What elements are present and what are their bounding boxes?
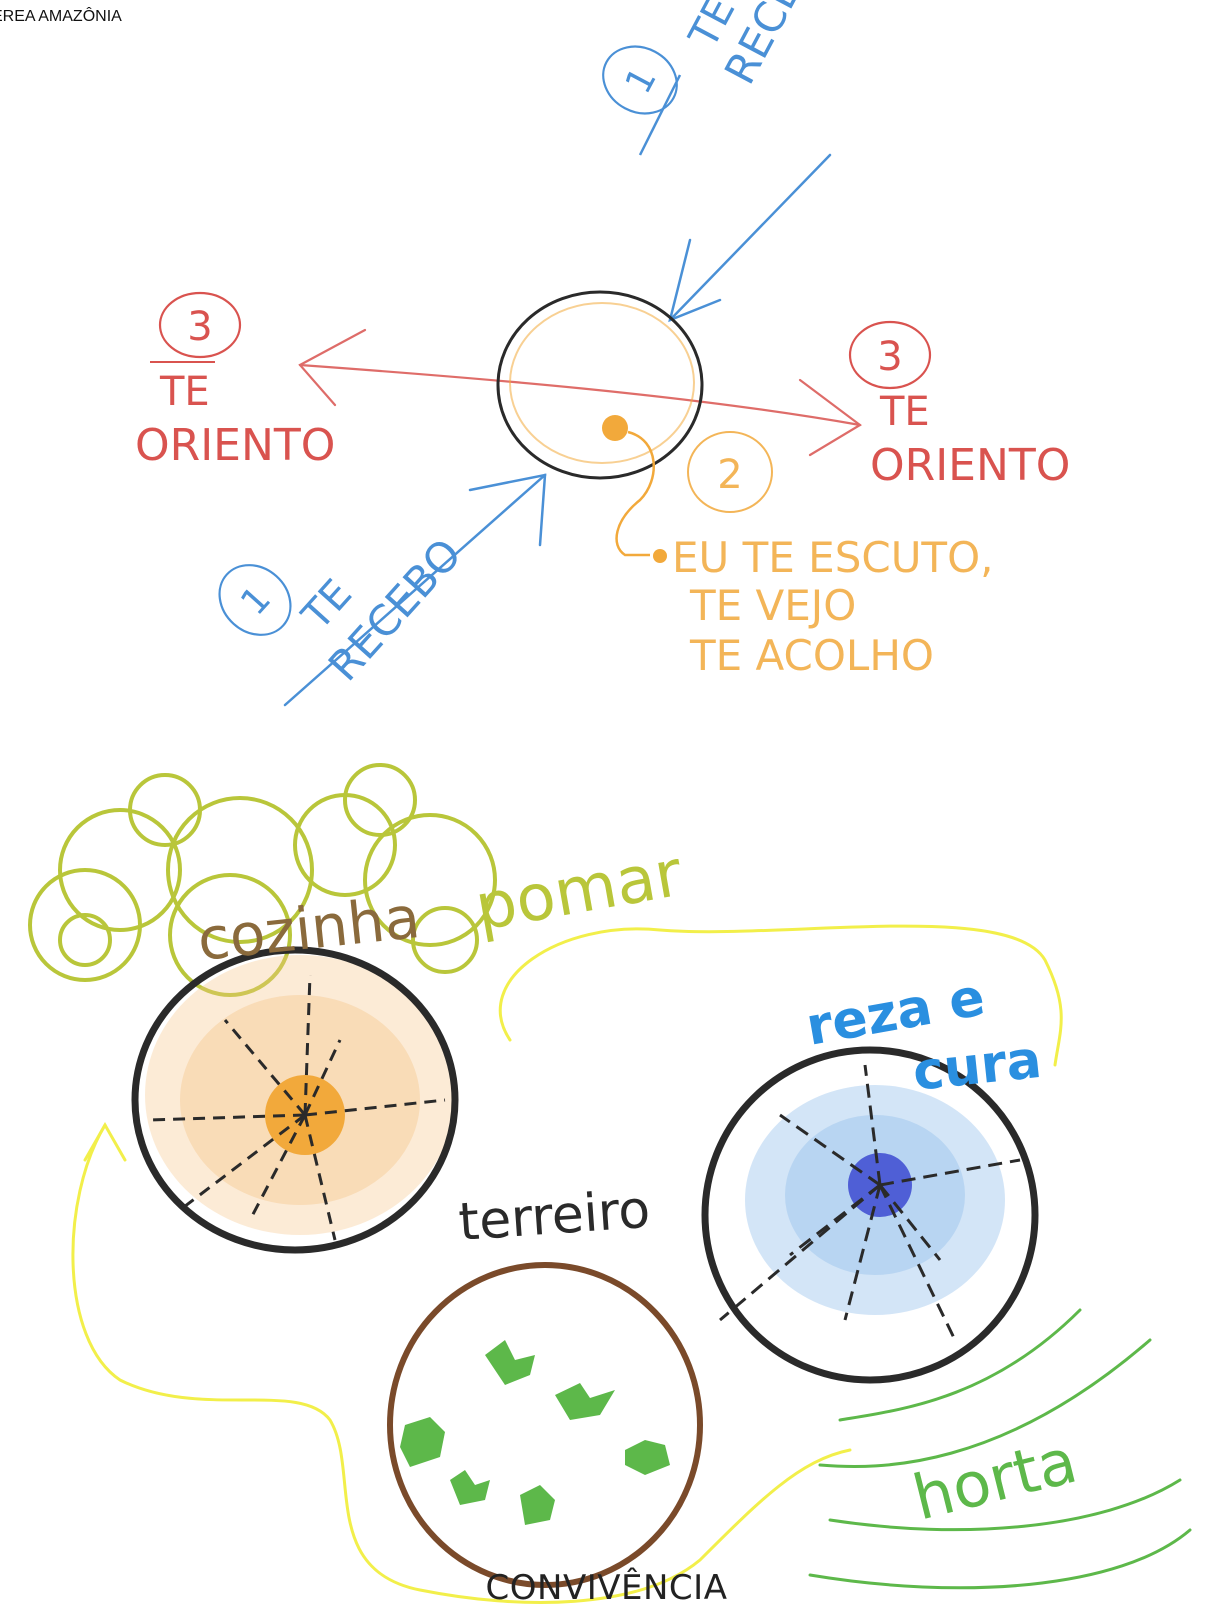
note-top-badge: [602, 45, 678, 115]
note-bottom-badge: [218, 564, 292, 636]
cozinha-circle: [131, 946, 459, 1254]
arrow-top-right: [668, 153, 832, 323]
note-center-line3: TE ACOLHO: [689, 631, 934, 680]
note-center-number: 2: [717, 452, 742, 498]
top-sketch: 1 TE RECEBO 3 TE ORIENTO 3 TE ORIENTO 1 …: [135, 0, 1070, 707]
note-left-line2: ORIENTO: [135, 420, 335, 471]
yellow-path: [71, 924, 1063, 1604]
bottom-sketch: cozinha pomar reza e cura terreiro horta: [28, 763, 1192, 1604]
note-bottom-number: 1: [233, 579, 279, 623]
label-cozinha: cozinha: [194, 883, 423, 974]
footer-title: CONVIVÊNCIA: [485, 1568, 728, 1608]
note-center: 2 EU TE ESCUTO, TE VEJO TE ACOLHO: [672, 431, 994, 680]
note-right: 3 TE ORIENTO: [848, 320, 1070, 491]
note-right-number: 3: [877, 334, 902, 380]
label-terreiro: terreiro: [457, 1180, 652, 1253]
center-circle: [496, 290, 704, 480]
center-dot: [602, 415, 667, 563]
corner-title: ÉREA AMAZÔNIA: [0, 8, 122, 25]
note-left-line1: TE: [159, 369, 210, 415]
reza-cura-circle: [701, 1046, 1039, 1384]
note-top: 1 TE RECEBO: [602, 0, 839, 115]
terreiro-circle: [387, 1262, 703, 1588]
label-horta: horta: [906, 1424, 1084, 1535]
note-top-number: 1: [618, 61, 665, 100]
pomar-circles: [28, 763, 497, 997]
note-center-line2: TE VEJO: [689, 581, 856, 630]
horta-lines: [808, 1308, 1192, 1590]
note-center-line1: EU TE ESCUTO,: [672, 533, 994, 582]
note-bottom: 1 TE RECEBO: [218, 529, 471, 690]
arrow-horizontal: [298, 328, 862, 457]
label-cura: cura: [910, 1030, 1044, 1103]
arrow-bottom-left: [283, 473, 547, 707]
note-left-badge: [158, 291, 242, 359]
note-left: 3 TE ORIENTO: [135, 291, 335, 471]
note-right-badge: [848, 320, 932, 390]
note-left-number: 3: [187, 304, 212, 350]
note-right-line2: ORIENTO: [870, 440, 1070, 491]
note-center-badge: [687, 431, 773, 513]
note-right-line1: TE: [879, 389, 930, 435]
